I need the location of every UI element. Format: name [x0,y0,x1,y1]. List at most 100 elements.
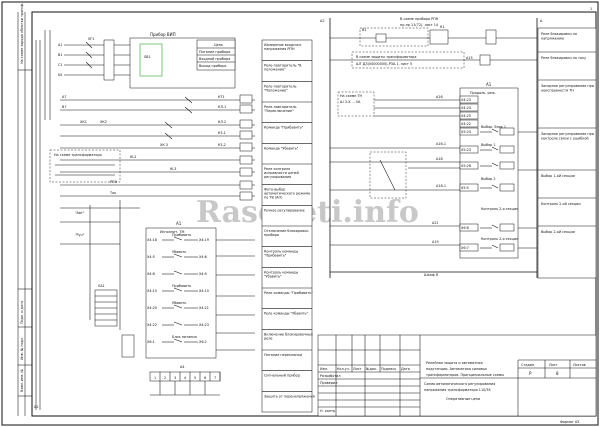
mid-legend-item: Контроль команды"Убавить" [264,270,298,278]
relay-row-right: Х4:23 [199,323,209,327]
svg-text:А2: А2 [34,405,38,409]
relay-row-right: Х4:9 [199,272,207,276]
a4-terminal: 2 [164,376,166,380]
block-title: Выбор 2 [481,177,496,181]
cell-3: Выход прибора [199,64,226,68]
block-term: Х5:26 [461,164,471,168]
role-0: Разработал [320,374,341,378]
relay-row-name: Убавить [172,301,186,305]
strip-cell-2: Взам. инв. № [20,369,24,392]
device-note-2: ШТ ДЗ(00000000)-РЗА.1, лист 5 [356,62,412,66]
title-sub: Схема автоматического регулирования напр… [424,382,496,392]
block-term: Х6:7 [461,246,469,250]
block-title: Выбор 1 [481,143,496,147]
wire-a21: А21 [432,221,439,225]
mid-legend-item: Реле команды "Убавить" [264,312,309,316]
strip-cell-0: Инв. № подл. [20,337,24,360]
a4-terminal: 7 [214,376,216,380]
block-title: Контроль 2-я секция [481,207,518,211]
tn-note-2: Ш 3-Х ... 5А [340,100,361,104]
block-term: Х6:6 [461,226,469,230]
relay-row-right: Х4:19 [199,238,209,242]
tn-note: На схеме ТН [340,94,362,98]
title-head-col: Подпись [381,367,396,371]
top-note: В схеме прибора РПН [400,17,439,21]
format-label: Формат А3 [560,420,579,424]
a4-terminal: 4 [184,376,186,380]
relay-block-a1 [145,227,217,359]
mid-legend-item: Реле команды "Прибавить" [264,291,313,295]
mid-legend-item: Питание переключки [264,353,302,357]
title-head-col: №док. [366,367,377,371]
a4-terminal: 5 [194,376,196,380]
relay-row-left: Х4:20 [147,306,157,310]
transformer-note-box [49,149,121,183]
relay-row-left: Х4:15 [147,289,157,293]
block-term: Х5:5 [461,186,469,190]
relay-block-sub: Исполнит. ТМ [160,230,184,234]
supply-a1: А1 [58,43,62,47]
relay-row-right: Х6:2 [199,340,207,344]
block-a1-label: А1 [486,82,492,87]
wire-a18-1: А18-1 [436,184,446,188]
mid-legend-item: Команда "Убавить" [264,146,299,150]
stage-label: Стадия [521,363,534,367]
block-title: Контроль 2-я секция [481,237,518,241]
right-legend-item: Контроль 2-ой секции [541,202,581,206]
supply-c1: С1 [58,63,63,67]
k-label-1: КL3 [170,167,176,171]
mid-legend-item: Ручное регулирование [264,208,305,212]
transformer-note: На схеме трансформатора [54,153,102,157]
wire-kl1: КЛ.1 [218,105,226,109]
tn-note-box [337,91,375,117]
role-2: Н. контр. [320,409,336,413]
block-term: Х5:23 [461,148,471,152]
relay-row-left: Х6:1 [147,340,155,344]
sb1-label: SB1 [144,55,151,59]
mode-manual: "Руч" [75,233,85,237]
cell-2: Входной прибора [199,57,230,61]
wire-b7: В7 [62,105,66,109]
wire-a19: А19 [432,240,439,244]
strip-cell-1: Подп. и дата [20,301,24,324]
wire-a16-1: А16-1 [436,142,446,146]
right-legend-item: Выбор 1-ой секции [541,174,575,178]
supply-n1: N1 [58,73,63,77]
relay-row-left: Х4:8 [147,272,155,276]
relay-row-left: Х4:18 [147,238,157,242]
mid-legend-item: Команда "Прибавить" [264,126,304,130]
x-term: Х4:23 [461,98,471,102]
title-head-col: Кол.уч. [337,367,350,371]
sheet-value: 8 [556,371,559,376]
relay-row-name: Блок питания [172,335,197,339]
cell-head: Цепь [214,43,223,47]
x-term: Х4:25 [461,114,471,118]
relay-row-name: Прибавить [172,233,191,237]
x-term: Х4:24 [461,106,471,110]
title-head-col: Дата [401,367,410,371]
device-vip-label: Прибор ВИП [150,32,176,37]
strip-top-label: На схеме заряда обмотки трансф. [20,3,24,64]
role-1: Проверил [320,381,337,385]
relay-row-name: Прибавить [172,284,191,288]
relay-row-right: Х4:21 [199,306,209,310]
x-term: Х4:22 [461,122,471,126]
a4-terminal: 3 [174,376,176,380]
mode-auto: "Авт" [75,211,85,215]
relay-row-right: Х4:6 [199,255,207,259]
a4-terminal: 6 [204,376,206,380]
wire-kl2: КЛ.2 [218,120,226,124]
device-note: В схеме защиты трансформатора [356,55,416,59]
svg-text:В1: В1 [362,28,366,32]
mid-legend-item: Реле-повторитель"Переключение" [264,105,297,113]
sheets-label: Листов [573,363,586,367]
